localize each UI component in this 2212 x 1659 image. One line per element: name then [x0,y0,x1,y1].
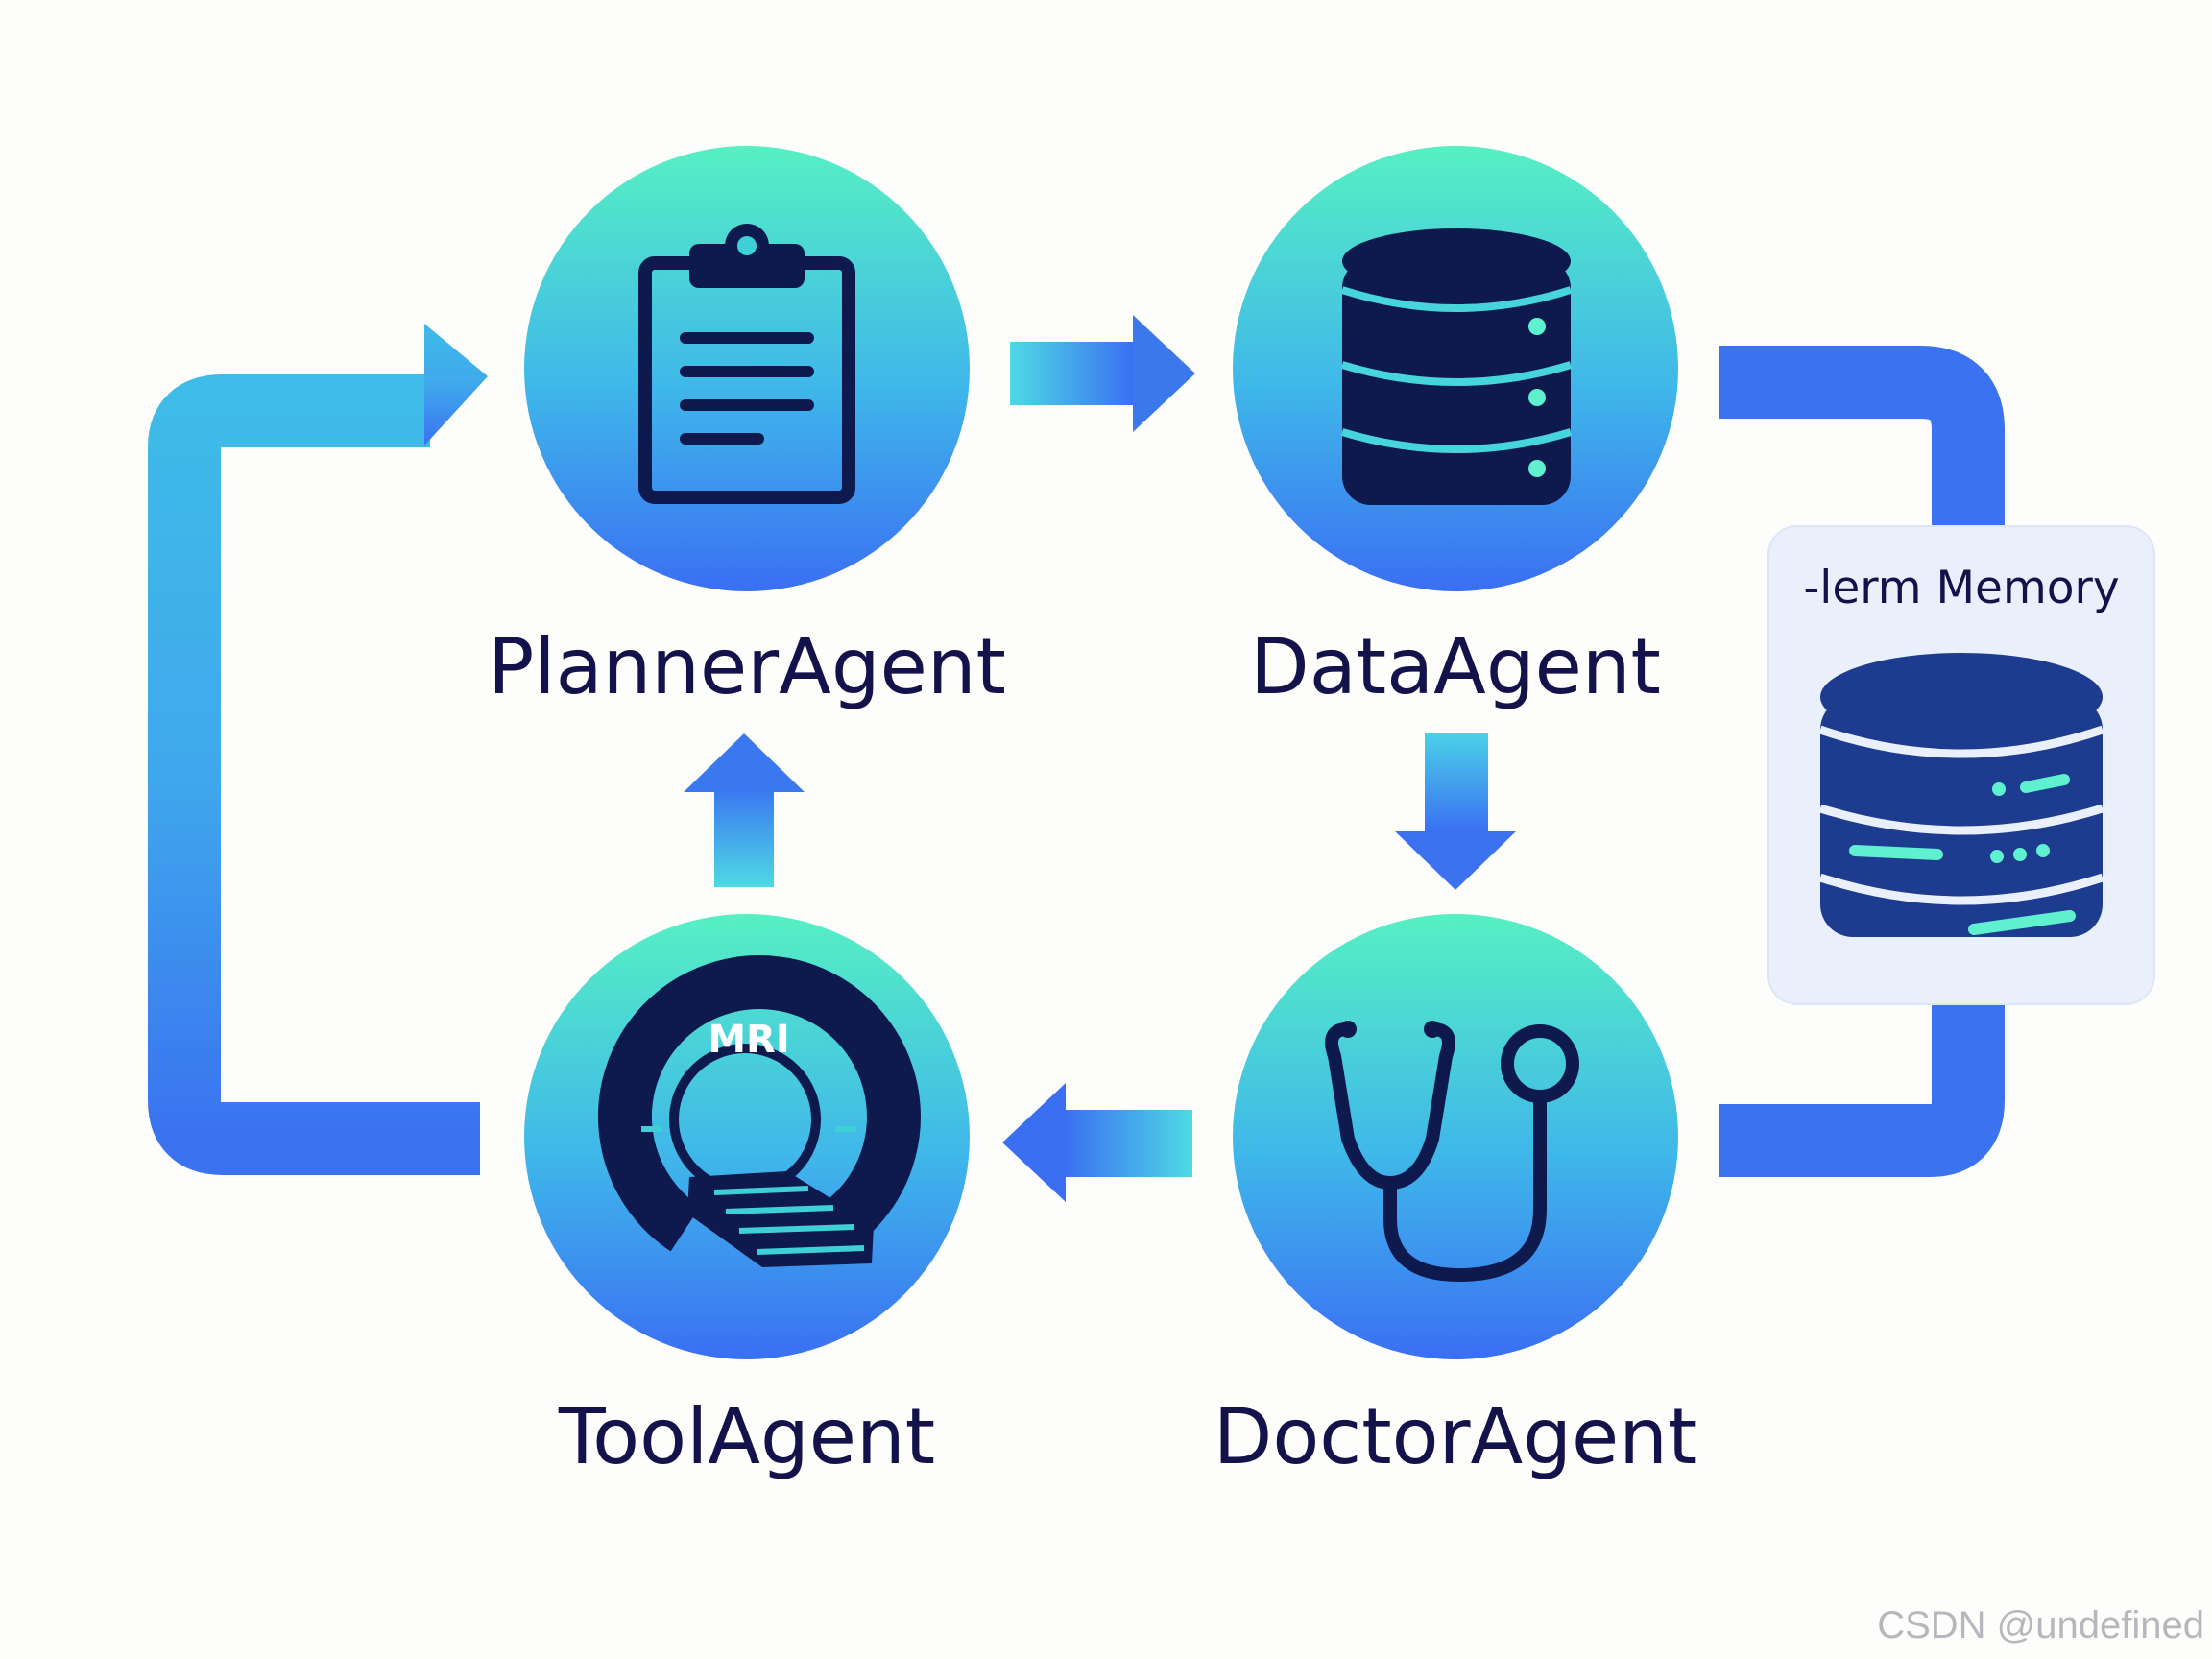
doctor-agent-node[interactable]: DoctorAgent [1214,914,1698,1481]
mri-scanner-icon: MRI [597,955,921,1267]
mri-label: MRI [708,1018,790,1062]
tool-agent-label: ToolAgent [558,1392,935,1481]
watermark: CSDN @undefined [1877,1604,2204,1647]
arrow-tool-to-planner [684,733,805,887]
tool-agent-node[interactable]: MRI ToolAgent [524,914,970,1481]
planner-agent-label: PlannerAgent [488,622,1006,711]
doctor-agent-label: DoctorAgent [1214,1392,1698,1481]
memory-title: -lerm Memory [1803,562,2119,614]
memory-database-icon [1818,653,2104,937]
database-icon [1340,228,1573,505]
stethoscope-icon [1325,1021,1579,1283]
memory-panel[interactable]: -lerm Memory [1767,525,2155,1005]
feedback-loop-arrow [148,324,488,1175]
clipboard-icon [638,224,855,504]
arrow-planner-to-data [1010,315,1195,432]
data-agent-node[interactable]: DataAgent [1233,146,1678,711]
memory-connector [1719,346,2005,1177]
arrow-doctor-to-tool [1002,1083,1192,1202]
arrow-data-to-doctor [1395,733,1516,890]
planner-agent-node[interactable]: PlannerAgent [488,146,1006,711]
data-agent-label: DataAgent [1250,622,1661,711]
